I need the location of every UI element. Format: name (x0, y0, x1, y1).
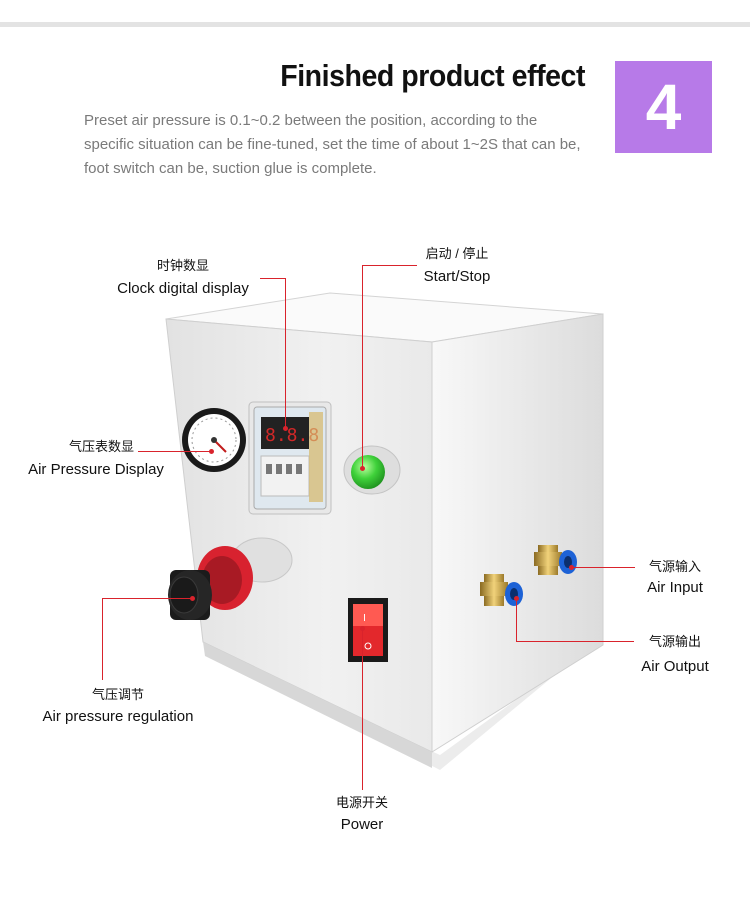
step-badge: 4 (615, 61, 712, 153)
callout-power: 电源开关 Power (318, 793, 406, 835)
callout-clock-en: Clock digital display (117, 280, 249, 297)
callout-air-pressure-regulation-en: Air pressure regulation (42, 708, 194, 725)
callout-air-pressure-display-cn: 气压表数显 (68, 439, 134, 454)
callout-dot-power (360, 626, 365, 631)
callout-air-input-cn: 气源输入 (648, 559, 701, 574)
callout-line-clock (260, 278, 285, 279)
box-side (431, 313, 604, 753)
page-title: Finished product effect (280, 58, 585, 93)
callout-dot-regulator (190, 596, 195, 601)
pressure-gauge (182, 408, 246, 472)
callout-line-output-v (516, 598, 517, 641)
callout-line-gauge (138, 451, 210, 452)
callout-line-clock-v (285, 278, 286, 428)
callout-dot-input (569, 565, 574, 570)
callout-air-output-en: Air Output (641, 658, 709, 675)
pressure-regulator-knob (168, 537, 293, 620)
callout-air-pressure-regulation: 气压调节 Air pressure regulation (28, 685, 208, 727)
callout-line-input (573, 567, 635, 568)
callout-start-stop-en: Start/Stop (423, 268, 491, 285)
callout-dot-start (360, 466, 365, 471)
callout-power-en: Power (340, 816, 384, 833)
callout-line-start (362, 265, 417, 266)
callout-dot-clock (283, 426, 288, 431)
callout-line-output (516, 641, 634, 642)
callout-line-start-v (362, 265, 363, 467)
callout-air-pressure-display: 气压表数显 Air Pressure Display (20, 437, 172, 480)
callout-air-input-en: Air Input (647, 579, 703, 596)
svg-text:I: I (363, 613, 366, 624)
box-base (203, 642, 432, 768)
callout-air-pressure-display-en: Air Pressure Display (28, 461, 164, 478)
callout-power-cn: 电源开关 (335, 795, 388, 810)
digital-timer: 8.8.8 (248, 401, 332, 515)
callout-line-regulator-v (102, 598, 103, 680)
start-stop-button (343, 445, 401, 495)
svg-text:8.8.8: 8.8.8 (265, 425, 319, 446)
callout-start-stop: 启动 / 停止 Start/Stop (412, 244, 502, 287)
callout-dot-output (514, 596, 519, 601)
description: Preset air pressure is 0.1~0.2 between t… (84, 112, 581, 177)
callout-start-stop-cn: 启动 / 停止 (425, 246, 489, 261)
callout-line-power (362, 628, 363, 790)
callout-air-pressure-regulation-cn: 气压调节 (91, 687, 144, 702)
power-switch: I (348, 598, 388, 662)
callout-line-regulator (102, 598, 192, 599)
callout-dot-gauge (209, 449, 214, 454)
callout-air-output: 气源输出 Air Output (630, 632, 720, 677)
callout-air-output-cn: 气源输出 (648, 634, 701, 649)
callout-air-input: 气源输入 Air Input (630, 557, 720, 598)
top-divider (0, 22, 750, 27)
callout-clock: 时钟数显 Clock digital display (108, 256, 258, 299)
callout-clock-cn: 时钟数显 (156, 258, 209, 273)
